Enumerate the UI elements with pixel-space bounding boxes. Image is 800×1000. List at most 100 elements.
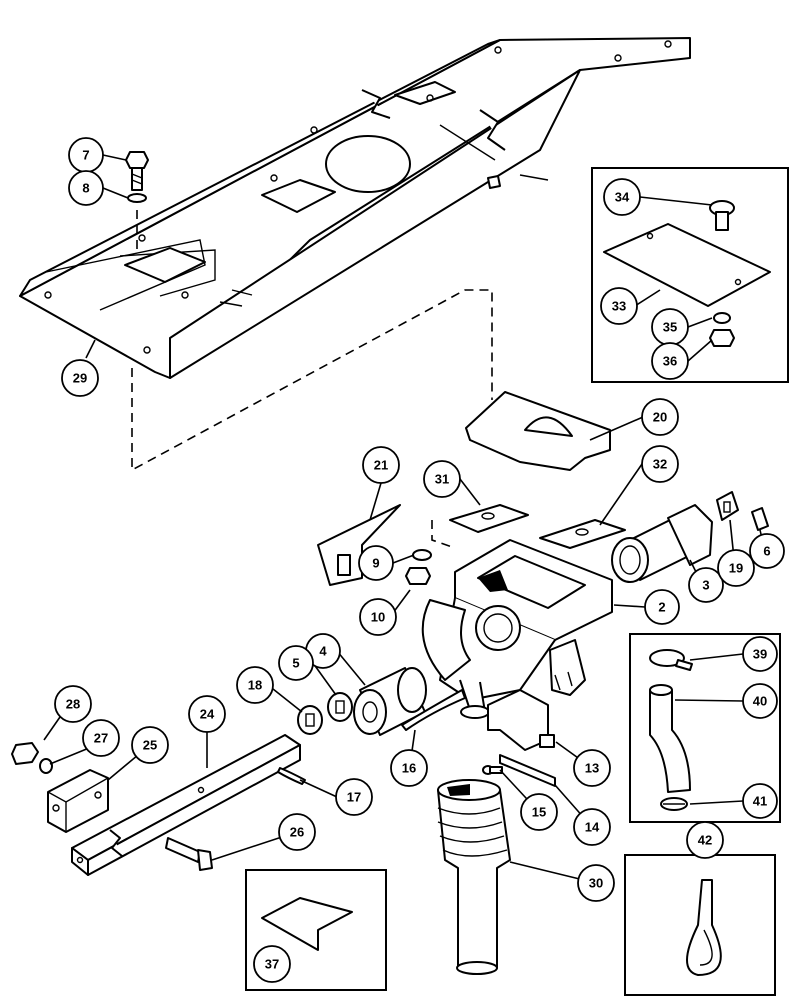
callout-label: 2: [658, 600, 665, 615]
callout-25: 25: [131, 726, 169, 764]
callout-42: 42: [686, 821, 724, 859]
hose-part: [649, 684, 691, 793]
callout-label: 29: [73, 371, 87, 386]
washer-part-4: [297, 705, 323, 735]
callout-label: 31: [435, 472, 449, 487]
bracket-part: [317, 504, 401, 586]
lock-washer-part: [713, 312, 731, 324]
callout-label: 14: [585, 820, 600, 835]
callout-39: 39: [742, 636, 778, 672]
housing-part: [421, 539, 613, 719]
hex-nut-part-2: [11, 742, 39, 765]
callout-label: 16: [402, 761, 416, 776]
cable-tie-part: [686, 879, 722, 976]
callout-31: 31: [423, 460, 461, 498]
channel-bracket-part: [47, 769, 109, 833]
callout-40: 40: [742, 683, 778, 719]
callout-label: 6: [763, 544, 770, 559]
cover-pad-part: [465, 391, 611, 471]
callout-label: 33: [612, 299, 626, 314]
callout-37: 37: [253, 945, 291, 983]
callout-label: 4: [319, 644, 327, 659]
callout-15: 15: [520, 793, 558, 831]
cover-plate-part: [603, 223, 771, 307]
mounting-plate: [19, 37, 691, 379]
assembly-line-plate: [131, 289, 493, 472]
bolt-part: [125, 151, 149, 191]
callout-28: 28: [54, 685, 92, 723]
callout-7: 7: [68, 137, 104, 173]
callout-26: 26: [278, 813, 316, 851]
callout-21: 21: [362, 446, 400, 484]
callout-label: 25: [143, 738, 157, 753]
assembly-line-spacer: [431, 520, 456, 549]
callout-label: 37: [265, 957, 279, 972]
bushing-part: [353, 667, 427, 736]
callout-label: 20: [653, 410, 667, 425]
callout-4: 4: [305, 633, 341, 669]
callout-label: 34: [615, 190, 630, 205]
callout-label: 24: [200, 707, 215, 722]
roll-pin-part: [751, 507, 769, 531]
callout-30: 30: [577, 864, 615, 902]
washer-part: [127, 193, 147, 203]
callout-label: 9: [372, 556, 379, 571]
carriage-bolt-part: [709, 200, 735, 231]
callout-5: 5: [278, 645, 314, 681]
callout-19: 19: [717, 549, 755, 587]
sleeve-part: [611, 504, 713, 583]
callout-32: 32: [641, 445, 679, 483]
screw-part: [482, 765, 503, 775]
callout-label: 42: [698, 833, 712, 848]
washer-part-2: [412, 549, 432, 561]
callout-35: 35: [651, 308, 689, 346]
callout-label: 15: [532, 805, 546, 820]
washer-part-3: [327, 692, 353, 722]
callout-18: 18: [236, 666, 274, 704]
hose-clamp-part: [649, 649, 693, 671]
callout-label: 8: [82, 181, 89, 196]
callout-3: 3: [688, 567, 724, 603]
callout-label: 19: [729, 561, 743, 576]
callout-34: 34: [603, 178, 641, 216]
clamp-bracket-part: [487, 689, 555, 751]
callout-10: 10: [359, 598, 397, 636]
clip-part: [277, 767, 306, 785]
callout-8: 8: [68, 170, 104, 206]
callout-label: 32: [653, 457, 667, 472]
callout-label: 10: [371, 610, 385, 625]
callout-label: 41: [753, 794, 767, 809]
deflector-part: [261, 897, 353, 951]
callout-29: 29: [61, 359, 99, 397]
callout-label: 7: [82, 148, 89, 163]
callout-label: 21: [374, 458, 388, 473]
callout-label: 17: [347, 790, 361, 805]
callout-label: 28: [66, 697, 80, 712]
callout-16: 16: [390, 749, 428, 787]
callout-label: 5: [292, 656, 299, 671]
leader-lines: [43, 154, 766, 884]
boot-tube-part: [437, 779, 511, 975]
callout-17: 17: [335, 778, 373, 816]
callout-36: 36: [651, 342, 689, 380]
nut-part: [405, 567, 431, 585]
callout-label: 26: [290, 825, 304, 840]
callout-label: 18: [248, 678, 262, 693]
square-washer-part: [716, 491, 739, 521]
callout-20: 20: [641, 398, 679, 436]
shim-part-2: [539, 519, 626, 549]
callout-label: 27: [94, 731, 108, 746]
rod-part: [71, 734, 301, 876]
strap-part: [499, 754, 556, 787]
callout-6: 6: [749, 533, 785, 569]
callout-13: 13: [573, 749, 611, 787]
callout-2: 2: [644, 589, 680, 625]
hex-nut-part: [709, 329, 735, 347]
callout-label: 3: [702, 578, 709, 593]
band-clamp-part: [660, 797, 688, 811]
callout-label: 36: [663, 354, 677, 369]
callout-33: 33: [600, 287, 638, 325]
callout-label: 39: [753, 647, 767, 662]
callout-27: 27: [82, 719, 120, 757]
